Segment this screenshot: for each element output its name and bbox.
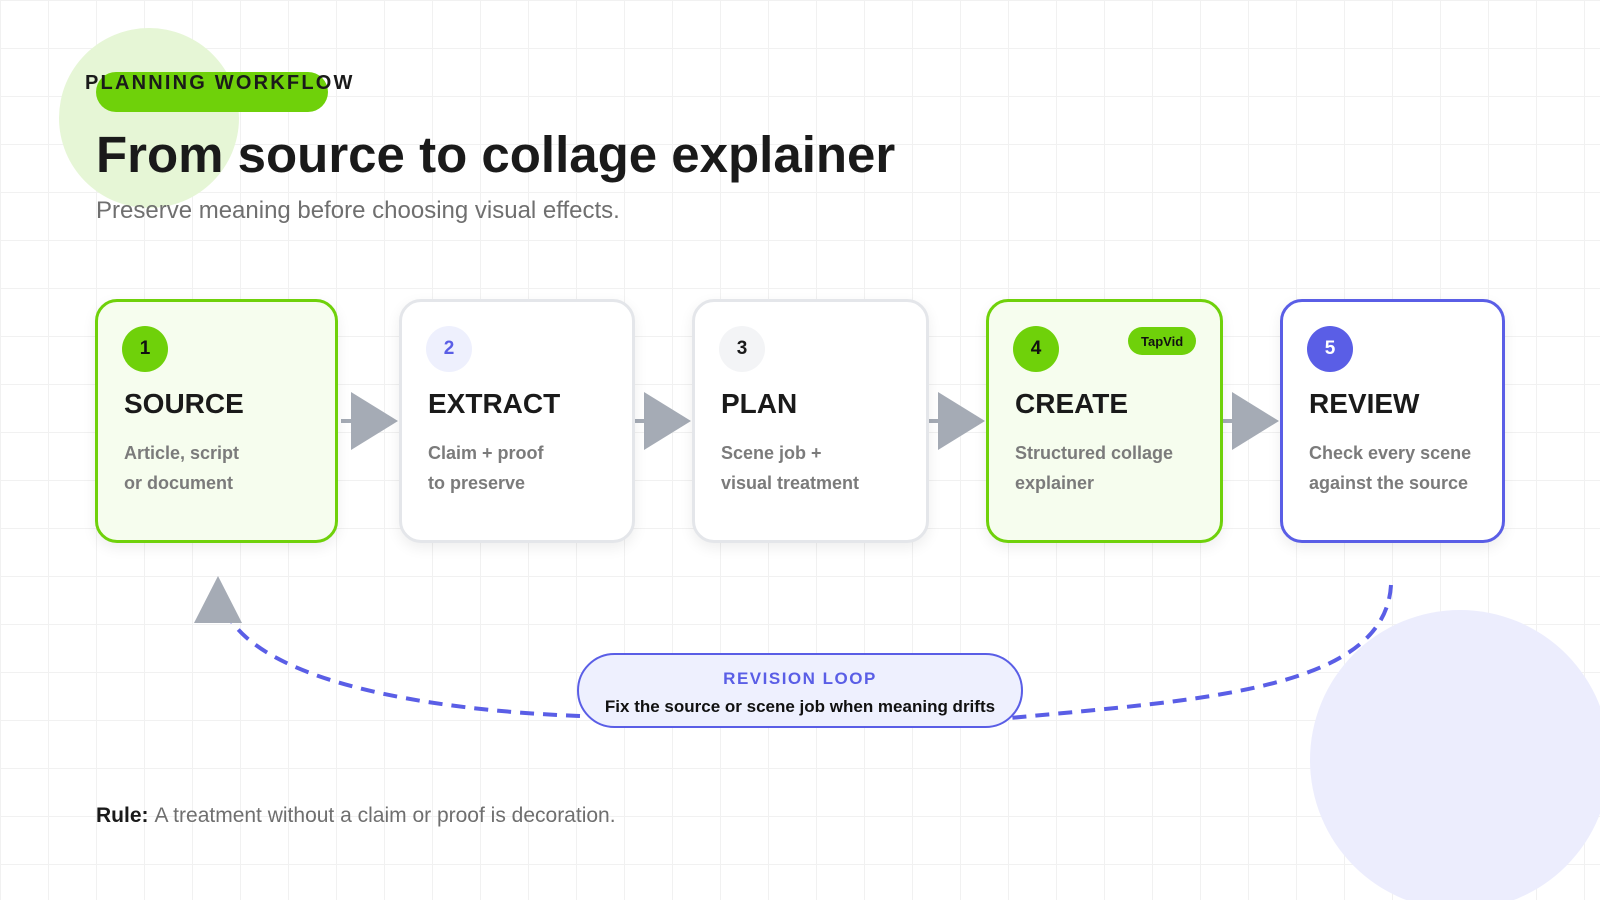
step-description: Structured collage explainer: [1015, 438, 1225, 498]
step-description: Scene job + visual treatment: [721, 438, 931, 498]
revision-loop-path-left: [224, 611, 581, 718]
step-number-badge: 1: [122, 326, 168, 372]
tapvid-tag-badge: TapVid: [1128, 327, 1197, 355]
step-description-line: Check every scene: [1309, 443, 1472, 463]
revision-loop-description: Fix the source or scene job when meaning…: [604, 697, 996, 716]
revision-loop-arrowhead: [194, 576, 242, 623]
step-card-create[interactable]: 4 TapVid CREATE Structured collage expla…: [986, 299, 1223, 543]
step-number-badge: 5: [1307, 326, 1353, 372]
step-number-badge: 3: [719, 326, 765, 372]
step-description: Article, script or document: [124, 438, 334, 498]
step-description-line: Structured collage: [1015, 443, 1174, 463]
step-card-source[interactable]: 1 SOURCE Article, script or document: [95, 299, 338, 543]
eyebrow-label: PLANNING WORKFLOW: [85, 72, 355, 94]
step-arrow-3-4: [928, 392, 985, 450]
rule-label: Rule:: [96, 804, 149, 827]
step-title: SOURCE: [124, 388, 244, 419]
step-title: CREATE: [1015, 388, 1129, 419]
rule-note: Rule:A treatment without a claim or proo…: [96, 804, 616, 828]
step-card-plan[interactable]: 3 PLAN Scene job + visual treatment: [692, 299, 929, 543]
eyebrow-highlight: [96, 72, 328, 112]
page-subtitle: Preserve meaning before choosing visual …: [96, 197, 620, 224]
step-description-line: Article, script: [124, 443, 240, 463]
step-description-line: explainer: [1015, 473, 1095, 493]
step-title: REVIEW: [1309, 388, 1420, 419]
step-card-extract[interactable]: 2 EXTRACT Claim + proof to preserve: [399, 299, 635, 543]
step-description-line: Claim + proof: [428, 443, 544, 463]
step-number-badge: 2: [426, 326, 472, 372]
step-description-line: Scene job +: [721, 443, 822, 463]
rule-text: A treatment without a claim or proof is …: [154, 804, 616, 827]
step-description-line: or document: [124, 473, 234, 493]
step-title: PLAN: [721, 388, 798, 419]
step-arrow-1-2: [341, 392, 398, 450]
step-description-line: to preserve: [428, 473, 526, 493]
revision-loop-path: [1009, 584, 1393, 720]
step-title: EXTRACT: [428, 388, 561, 419]
step-arrow-4-5: [1222, 392, 1279, 450]
step-number-badge: 4: [1013, 326, 1059, 372]
page-title: From source to collage explainer: [96, 126, 896, 183]
step-description-line: visual treatment: [721, 473, 860, 493]
step-arrow-2-3: [634, 392, 691, 450]
step-description: Claim + proof to preserve: [428, 438, 638, 498]
decorative-circle-green: [59, 28, 239, 208]
step-card-review[interactable]: 5 REVIEW Check every scene against the s…: [1280, 299, 1505, 543]
revision-loop-pill[interactable]: REVISION LOOP Fix the source or scene jo…: [577, 653, 1023, 728]
step-description-line: against the source: [1309, 473, 1469, 493]
decorative-circle-purple: [1310, 610, 1600, 900]
revision-loop-title: REVISION LOOP: [723, 669, 877, 688]
step-description: Check every scene against the source: [1309, 438, 1519, 498]
